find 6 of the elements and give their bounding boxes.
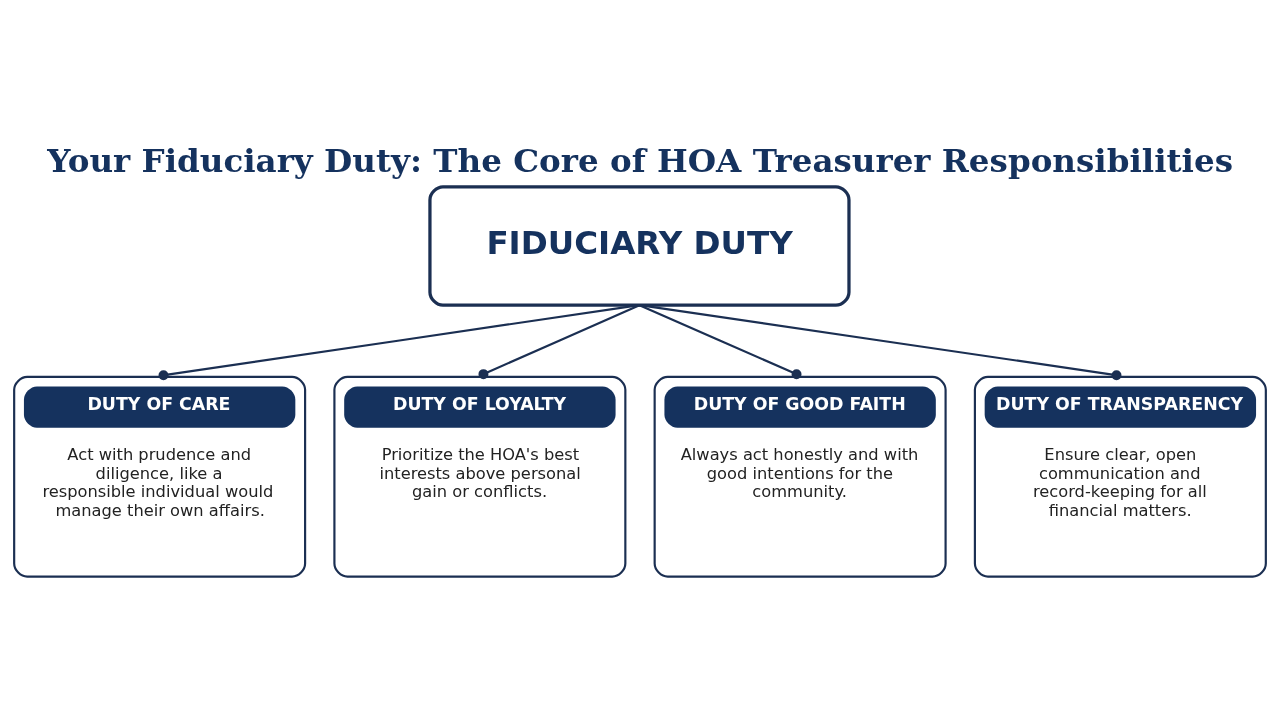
node-box: FIDUCIARY DUTY bbox=[428, 185, 851, 307]
connector bbox=[478, 304, 640, 380]
diagram-title: Your Fiduciary Duty: The Core of HOA Treasurer Responsibilities bbox=[47, 140, 1233, 180]
connector bbox=[639, 304, 802, 380]
connector bbox=[639, 304, 1122, 381]
connector bbox=[158, 304, 640, 381]
